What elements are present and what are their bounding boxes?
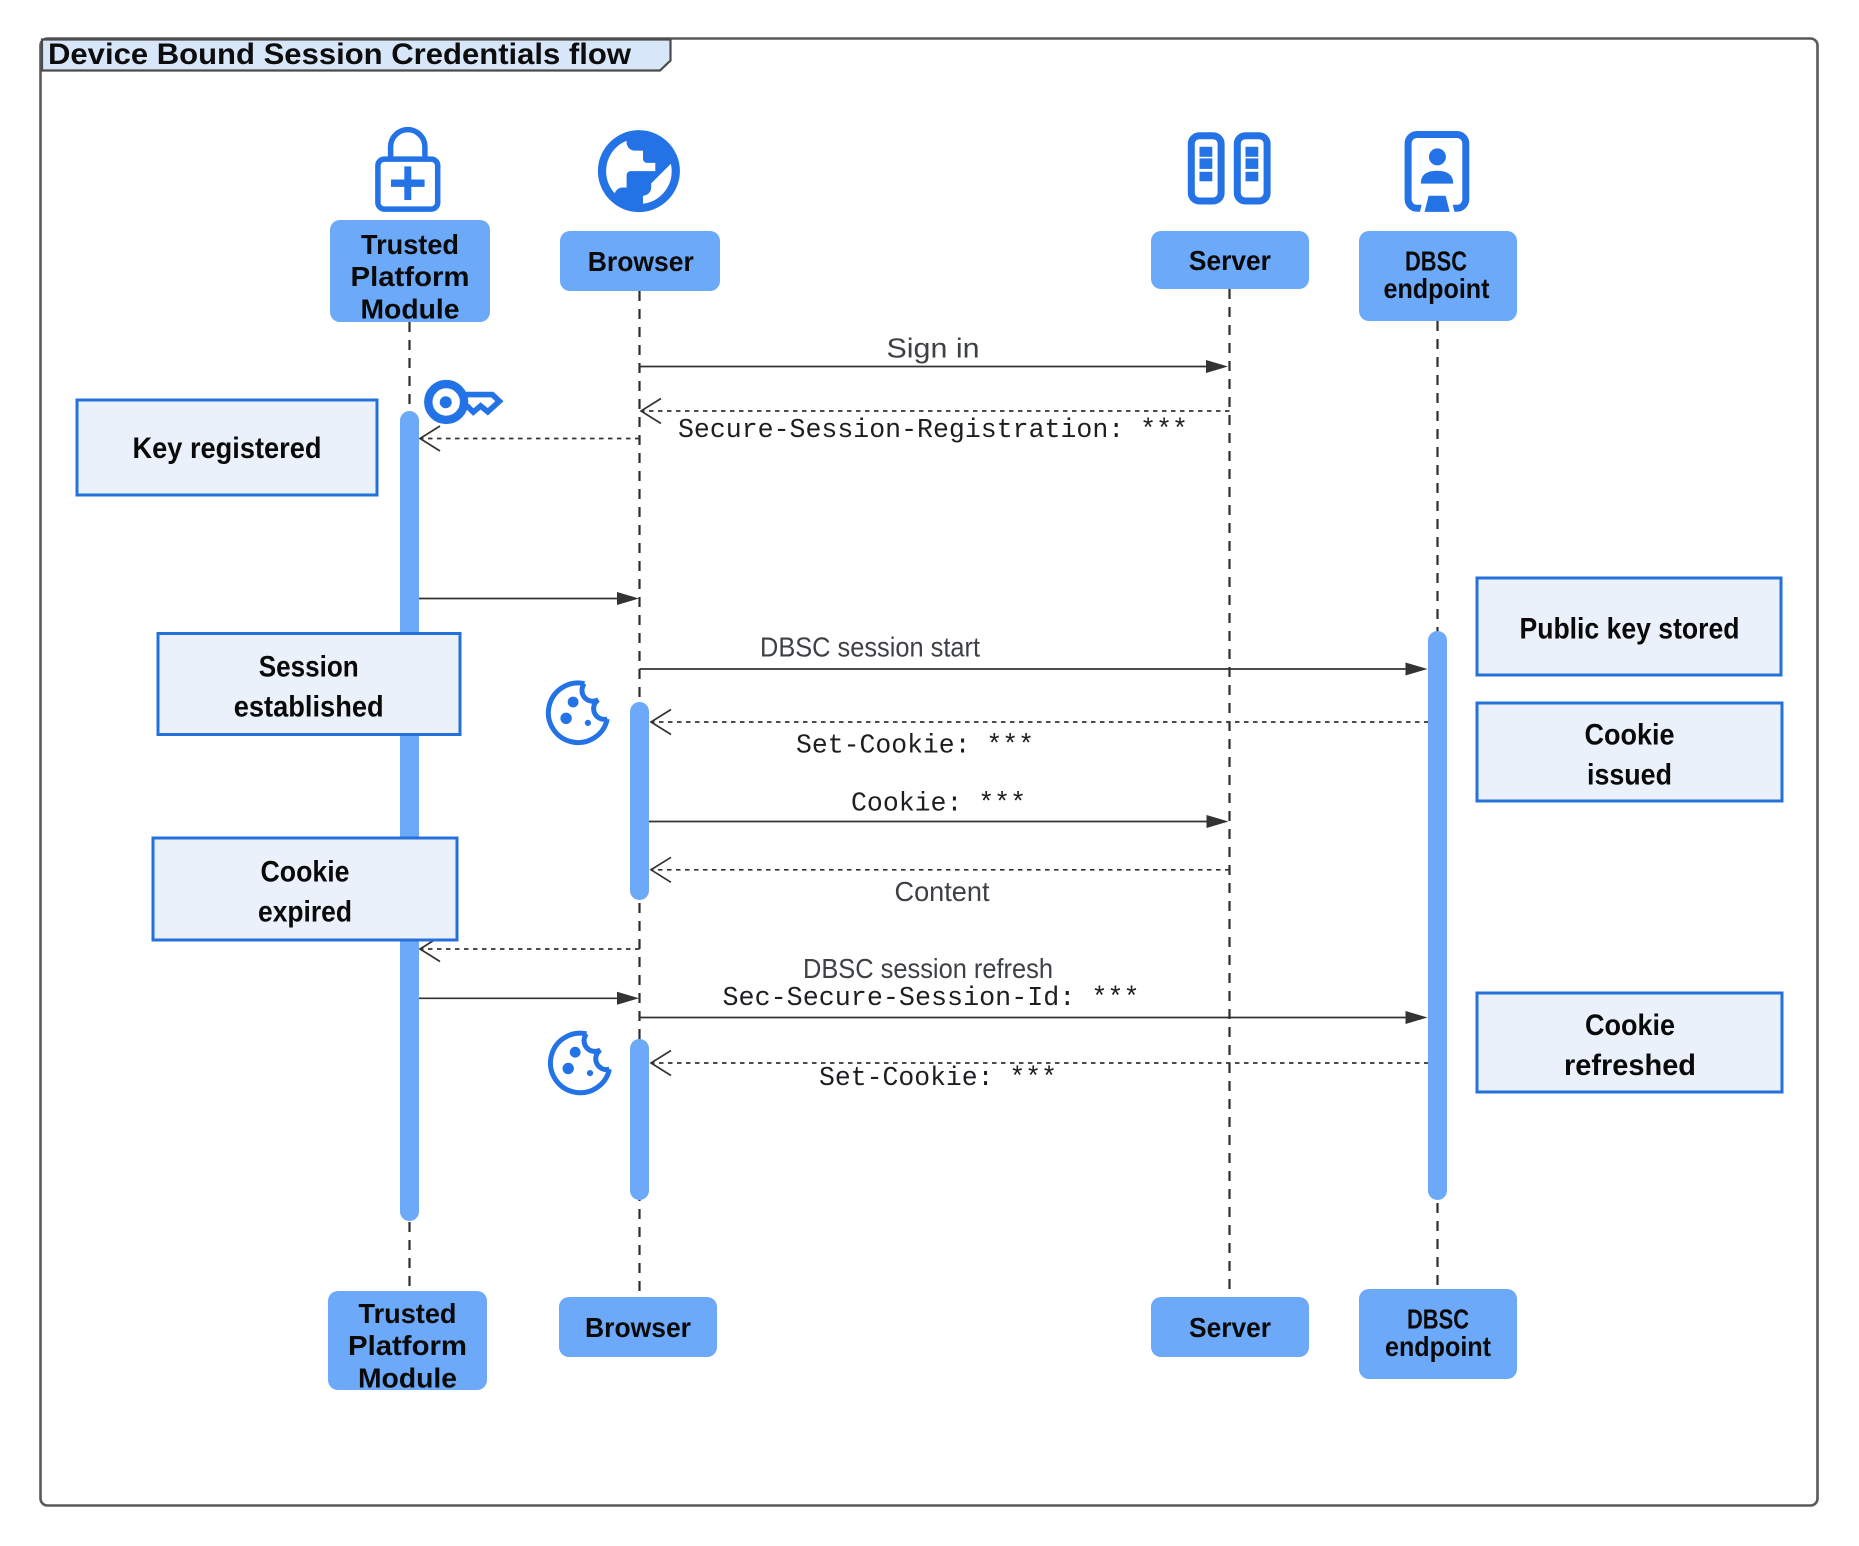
svg-text:Server: Server: [1189, 1312, 1271, 1343]
svg-text:Secure-Session-Registration: *: Secure-Session-Registration: ***: [678, 415, 1188, 445]
svg-text:Platform: Platform: [348, 1330, 467, 1361]
svg-text:Cookie: Cookie: [261, 856, 350, 889]
svg-text:Trusted: Trusted: [359, 1298, 457, 1329]
svg-text:Cookie: Cookie: [1585, 719, 1675, 752]
svg-text:Session: Session: [259, 651, 359, 684]
svg-text:Cookie: Cookie: [1585, 1009, 1675, 1042]
svg-text:Content: Content: [895, 876, 990, 907]
svg-text:endpoint: endpoint: [1384, 273, 1490, 304]
svg-text:DBSC: DBSC: [1407, 1304, 1469, 1335]
svg-text:Device Bound Session Credentia: Device Bound Session Credentials flow: [48, 38, 632, 71]
svg-text:DBSC session start: DBSC session start: [760, 632, 980, 663]
svg-text:Platform: Platform: [351, 261, 470, 292]
svg-text:Browser: Browser: [588, 246, 694, 277]
svg-text:Sign in: Sign in: [887, 333, 980, 364]
svg-text:Public key stored: Public key stored: [1520, 613, 1740, 646]
svg-text:Module: Module: [358, 1362, 457, 1393]
svg-text:DBSC session refresh: DBSC session refresh: [803, 953, 1053, 984]
svg-text:refreshed: refreshed: [1564, 1049, 1696, 1082]
svg-text:Browser: Browser: [585, 1312, 691, 1343]
svg-text:endpoint: endpoint: [1385, 1331, 1491, 1362]
svg-text:Set-Cookie: ***: Set-Cookie: ***: [819, 1063, 1057, 1093]
svg-text:Module: Module: [361, 293, 460, 324]
svg-text:Server: Server: [1189, 245, 1271, 276]
svg-text:issued: issued: [1587, 759, 1672, 792]
svg-text:Cookie: ***: Cookie: ***: [851, 789, 1026, 819]
svg-text:Set-Cookie: ***: Set-Cookie: ***: [796, 731, 1034, 761]
svg-text:established: established: [234, 691, 384, 724]
svg-text:Trusted: Trusted: [361, 229, 459, 260]
svg-text:expired: expired: [258, 895, 352, 928]
svg-text:Sec-Secure-Session-Id: ***: Sec-Secure-Session-Id: ***: [723, 983, 1140, 1013]
svg-text:DBSC: DBSC: [1405, 246, 1467, 277]
svg-text:Key registered: Key registered: [133, 432, 322, 465]
